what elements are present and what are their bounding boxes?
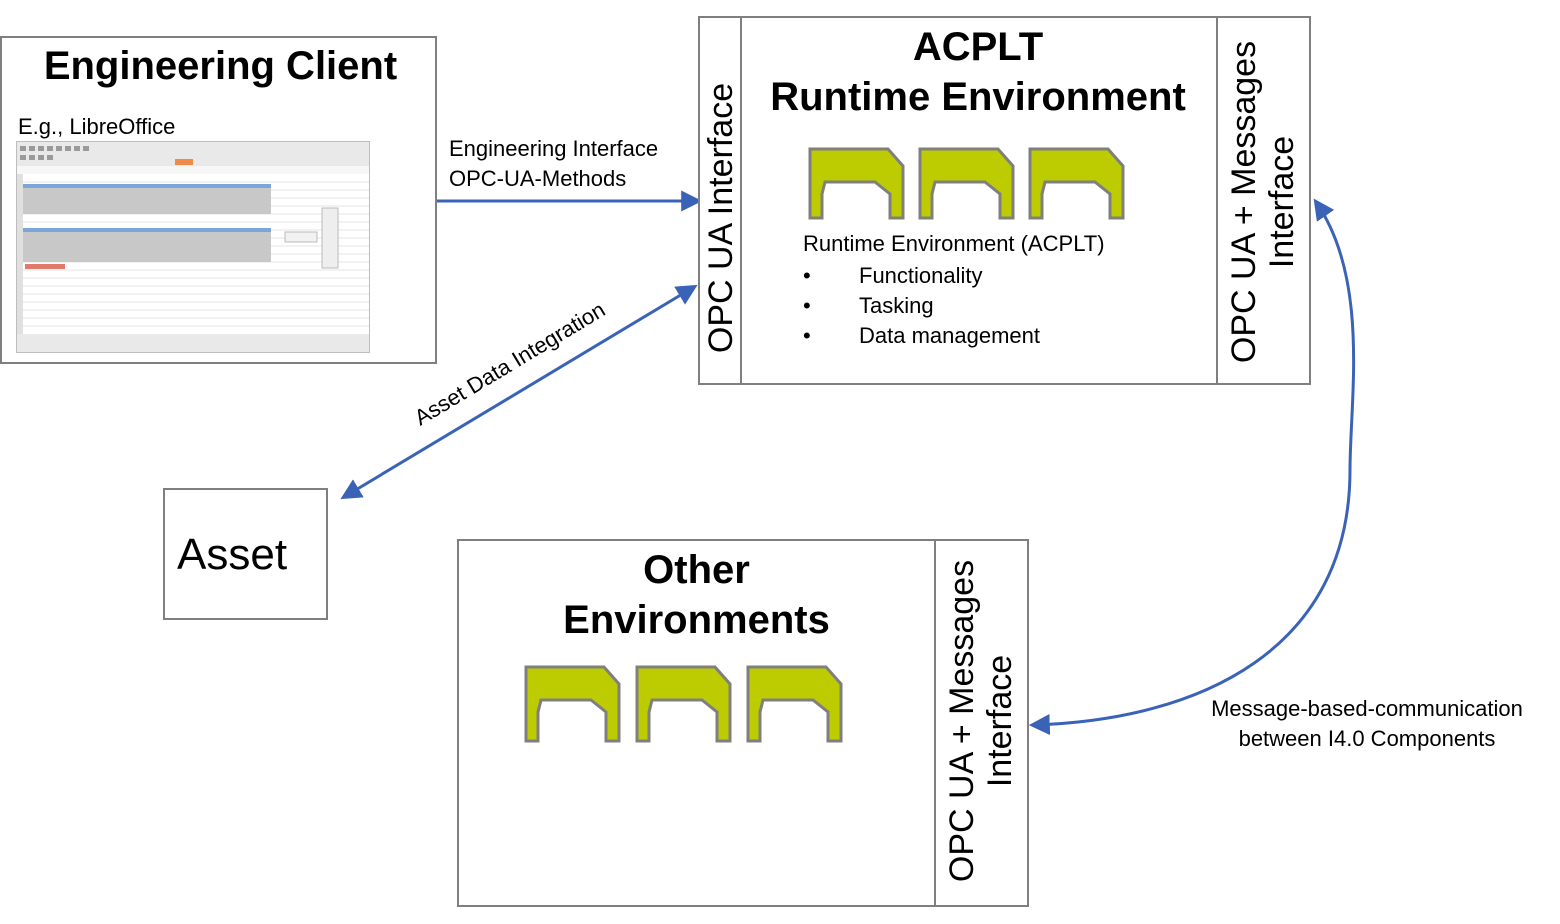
- spreadsheet-graphic: [17, 142, 369, 352]
- acplt-component-icons: [808, 147, 1125, 220]
- engineering-client-example: E.g., LibreOffice: [18, 114, 176, 139]
- feature-label: Functionality: [859, 263, 983, 288]
- feature-label: Tasking: [859, 293, 934, 318]
- acplt-messages-interface-strip: [1216, 18, 1313, 383]
- bullet: •: [803, 293, 811, 318]
- feature-label: Data management: [859, 323, 1040, 348]
- bullet: •: [803, 263, 811, 288]
- feature-item: • Data management: [803, 323, 1183, 353]
- other-title-line2: Environments: [563, 598, 830, 642]
- feature-item: • Tasking: [803, 293, 1183, 323]
- acplt-feature-list: • Functionality • Tasking • Data managem…: [803, 263, 1183, 353]
- bullet: •: [803, 323, 811, 348]
- acplt-runtime-heading: Runtime Environment (ACPLT): [803, 231, 1105, 256]
- other-title-line1: Other: [643, 548, 750, 592]
- engineering-client-box: Engineering Client E.g., LibreOffice: [0, 36, 437, 364]
- other-environments-box: OPC UA + Messages Interface Other Enviro…: [457, 539, 1029, 907]
- component-icon: [918, 147, 1015, 220]
- message-communication-arrow: [1028, 198, 1356, 735]
- libreoffice-screenshot: [16, 141, 370, 353]
- acplt-title: ACPLT Runtime Environment: [740, 22, 1216, 122]
- acplt-title-line2: Runtime Environment: [770, 75, 1186, 119]
- component-icon: [808, 147, 905, 220]
- other-component-icons: [524, 665, 843, 743]
- component-icon: [524, 665, 621, 743]
- asset-data-integration-arrow: [340, 284, 698, 500]
- acplt-runtime-box: OPC UA Interface OPC UA + Messages Inter…: [698, 16, 1311, 385]
- message-communication-line1: Message-based-communication: [1211, 696, 1523, 721]
- engineering-interface-label: Engineering Interface OPC-UA-Methods: [449, 134, 658, 194]
- other-title: Other Environments: [459, 545, 934, 645]
- engineering-client-title: Engineering Client: [43, 44, 398, 88]
- engineering-interface-line1: Engineering Interface: [449, 136, 659, 161]
- other-interface-strip: [934, 541, 1031, 905]
- message-communication-label: Message-based-communication between I4.0…: [1186, 694, 1548, 754]
- component-icon: [635, 665, 732, 743]
- component-icon: [746, 665, 843, 743]
- asset-label: Asset: [177, 530, 288, 579]
- asset-box: Asset: [163, 488, 328, 620]
- feature-item: • Functionality: [803, 263, 1183, 293]
- engineering-interface-line2: OPC-UA-Methods: [449, 166, 627, 191]
- component-icon: [1028, 147, 1125, 220]
- acplt-opcua-interface-strip: [700, 18, 742, 383]
- message-communication-line2: between I4.0 Components: [1238, 726, 1496, 751]
- acplt-title-line1: ACPLT: [912, 25, 1044, 69]
